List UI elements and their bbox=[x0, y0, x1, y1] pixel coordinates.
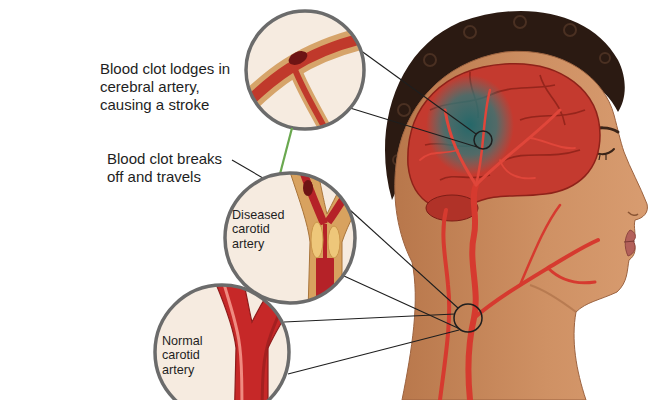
leader-line bbox=[288, 330, 459, 374]
leader-line bbox=[350, 210, 458, 308]
arteries bbox=[420, 90, 598, 400]
leader-line bbox=[344, 276, 460, 329]
clot-travel-path bbox=[280, 128, 292, 174]
leader-line bbox=[350, 108, 477, 147]
common-carotid bbox=[468, 185, 476, 400]
vertebral-artery bbox=[440, 210, 449, 400]
artery-highlight bbox=[224, 284, 242, 400]
hair-curl bbox=[464, 26, 476, 38]
hair-curl bbox=[600, 53, 610, 63]
plaque bbox=[328, 226, 340, 258]
inset-circle: Diseased carotid artery bbox=[224, 172, 356, 304]
inset-ring bbox=[246, 11, 364, 129]
cerebral-artery bbox=[476, 90, 490, 185]
leader-line bbox=[360, 50, 476, 134]
artery-wall bbox=[290, 172, 372, 312]
inset-ring bbox=[225, 173, 355, 303]
temporal-artery bbox=[520, 205, 560, 285]
cerebral-branch bbox=[420, 138, 575, 178]
cerebellum bbox=[426, 195, 478, 221]
cerebral-artery bbox=[445, 110, 476, 185]
jaw-shadow bbox=[530, 285, 576, 312]
callout-label: Blood clot lodges in cerebral artery, ca… bbox=[100, 60, 252, 114]
inset-caption: Diseased carotid artery bbox=[232, 208, 294, 251]
nostril bbox=[628, 212, 638, 215]
leader-line bbox=[284, 314, 455, 322]
callout-text: Blood clot breaks off and travels bbox=[107, 150, 241, 186]
inset-caption: Normal carotid artery bbox=[162, 334, 222, 377]
inset-circle: Normal carotid artery bbox=[154, 284, 290, 400]
blood-clot bbox=[303, 180, 313, 196]
hair-curl bbox=[398, 104, 410, 116]
diseased-artery bbox=[290, 172, 372, 318]
artery-lumen bbox=[238, 36, 372, 112]
cerebral-artery-inset bbox=[238, 36, 372, 142]
facial-artery bbox=[548, 268, 595, 283]
brain-locator bbox=[474, 131, 492, 149]
lips bbox=[625, 230, 635, 256]
external-carotid bbox=[474, 240, 598, 318]
inset-ring bbox=[155, 285, 289, 400]
hair-curl bbox=[564, 24, 576, 36]
callout-text: Blood clot lodges in cerebral artery, ca… bbox=[100, 60, 252, 114]
narrowed-lumen bbox=[323, 224, 327, 262]
head-skin bbox=[395, 51, 648, 400]
plaque bbox=[311, 222, 323, 258]
hair-curl bbox=[424, 54, 436, 66]
callout-label: Blood clot breaks off and travels bbox=[107, 150, 241, 186]
hair-curl bbox=[514, 16, 526, 28]
brain bbox=[408, 64, 600, 210]
lip-line bbox=[624, 241, 635, 242]
blood-clot bbox=[286, 48, 309, 67]
brain-fold bbox=[505, 150, 580, 160]
inset-ground bbox=[225, 173, 355, 303]
